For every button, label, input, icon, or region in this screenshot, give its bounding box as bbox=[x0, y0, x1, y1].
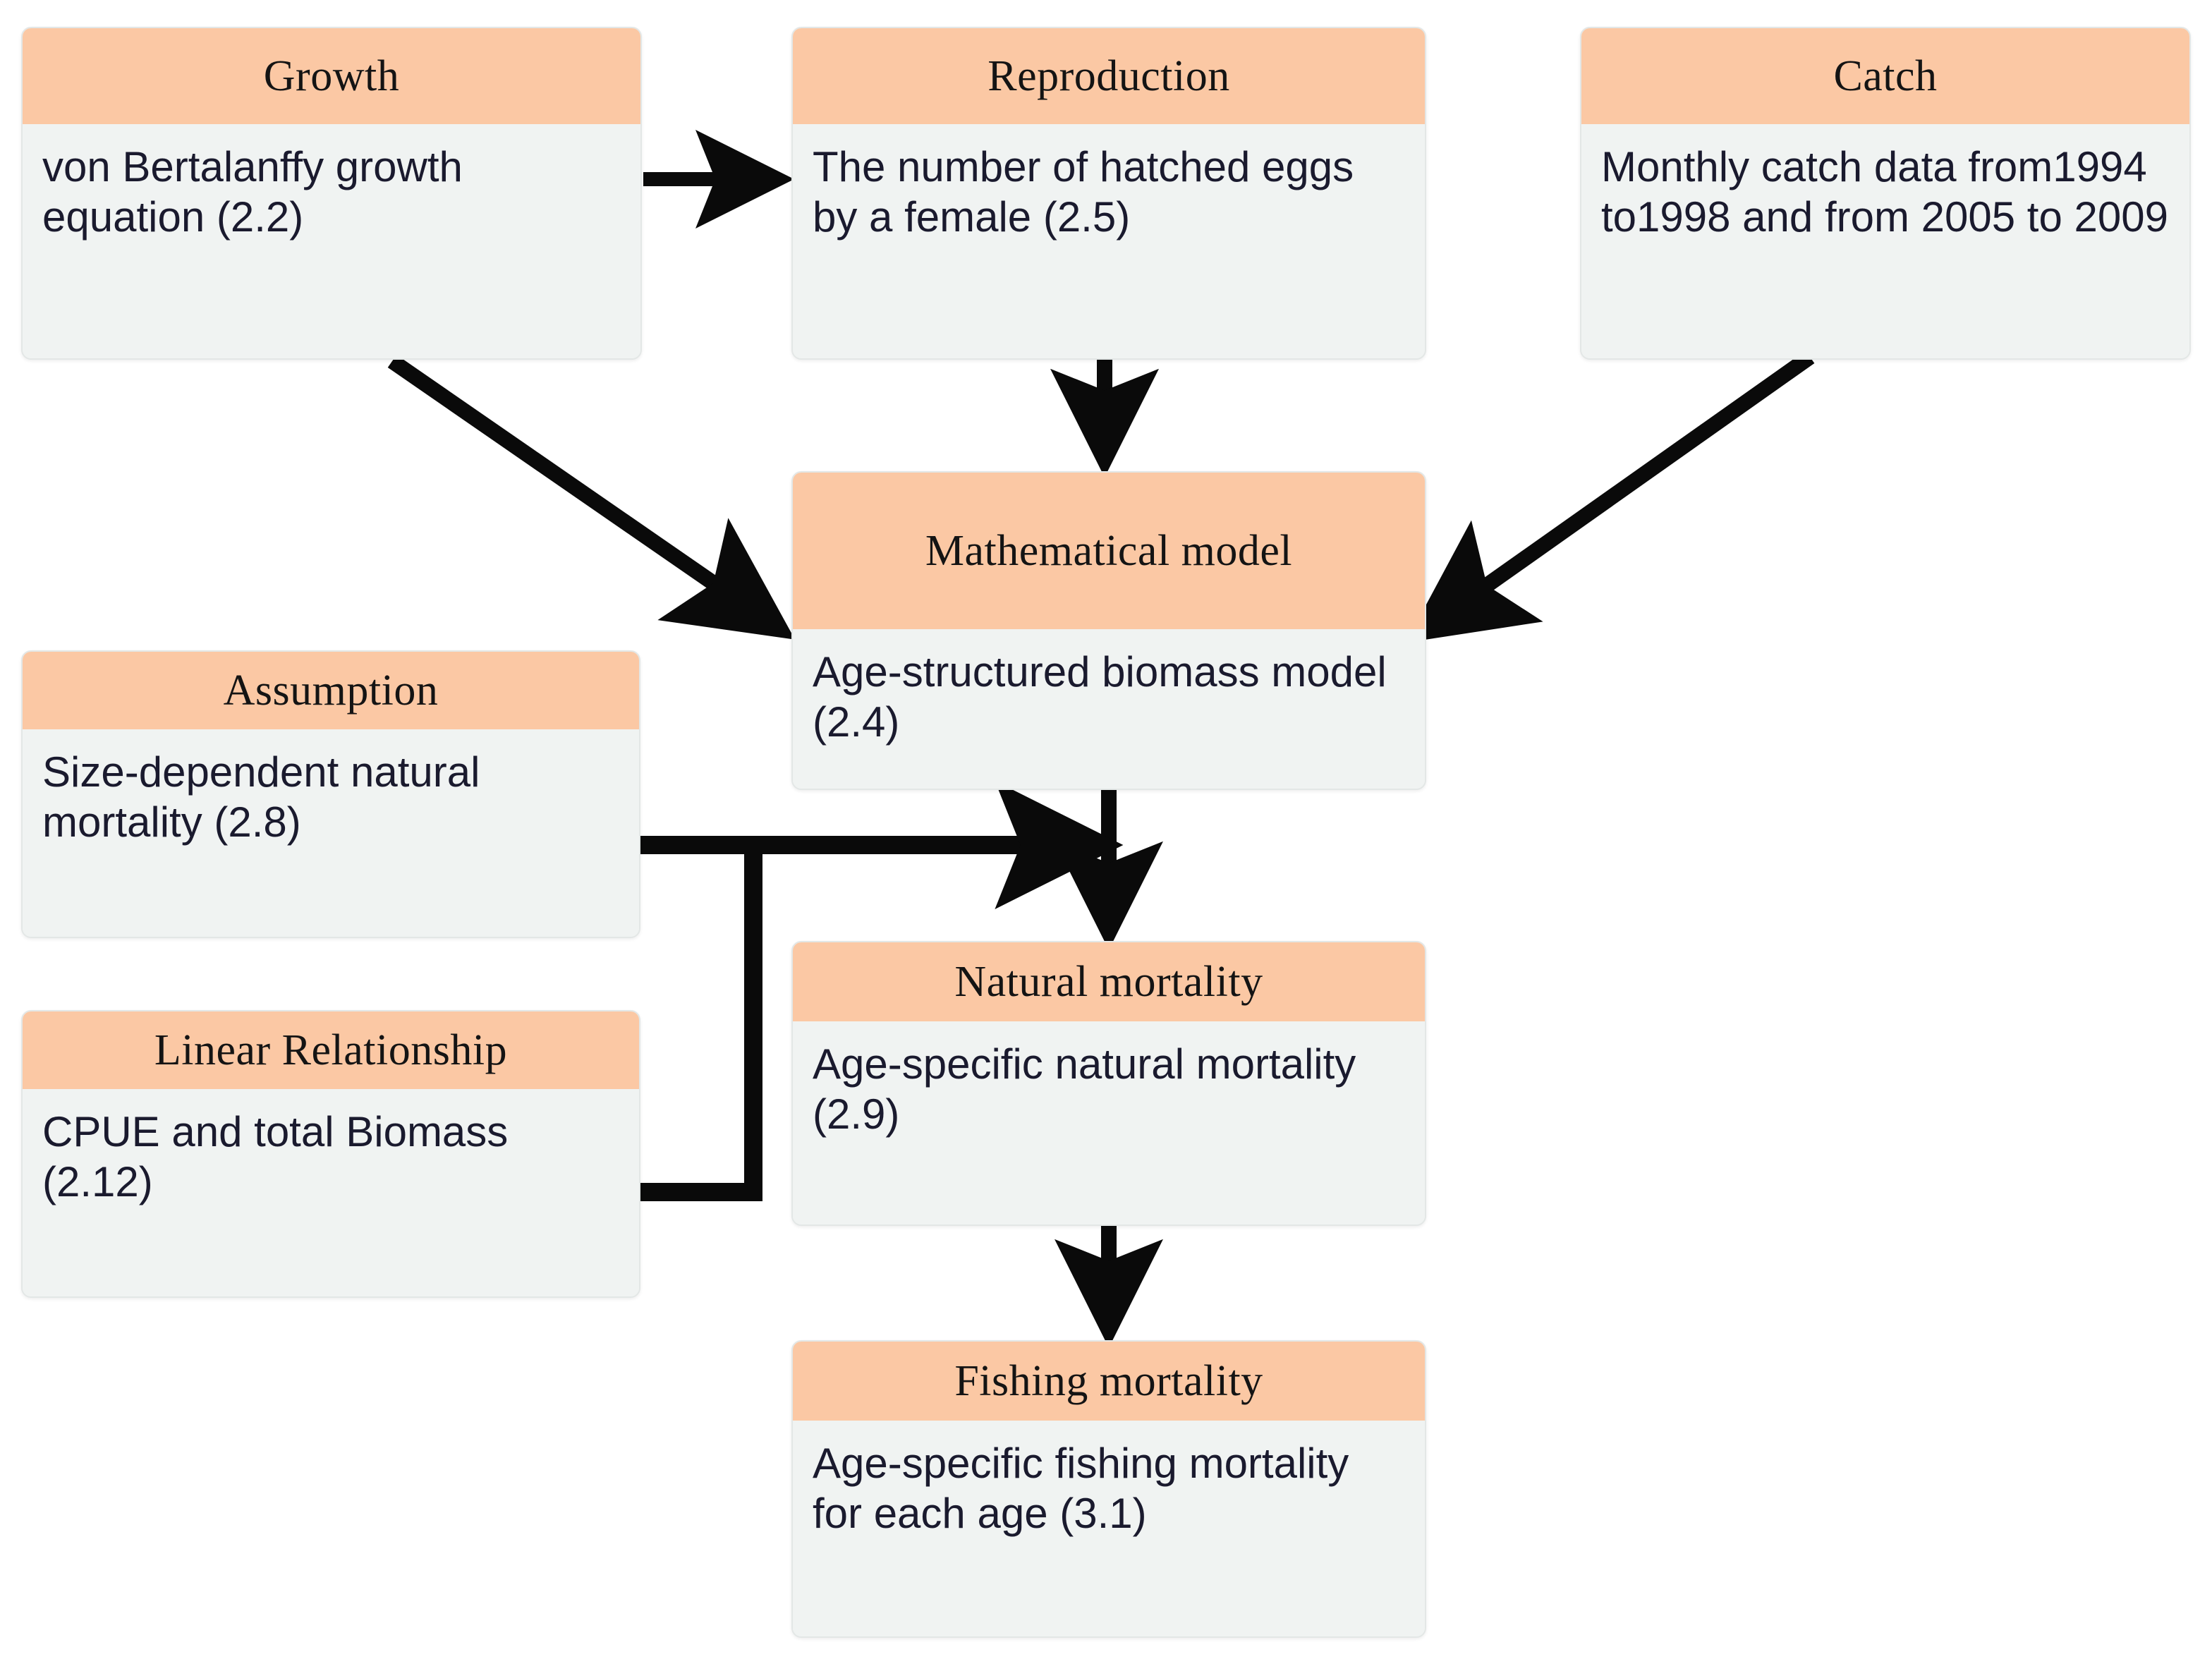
node-reproduction[interactable]: Reproduction The number of hatched eggs … bbox=[791, 27, 1426, 360]
node-catch[interactable]: Catch Monthly catch data from1994 to1998… bbox=[1580, 27, 2191, 360]
node-fishing-mortality-body: Age-specific fishing mortality for each … bbox=[793, 1421, 1425, 1636]
node-catch-body: Monthly catch data from1994 to1998 and f… bbox=[1581, 124, 2189, 358]
node-mathematical-model-body: Age-structured biomass model (2.4) bbox=[793, 629, 1425, 789]
node-reproduction-header: Reproduction bbox=[793, 28, 1425, 124]
node-assumption[interactable]: Assumption Size-dependent natural mortal… bbox=[21, 650, 640, 938]
node-growth-body: von Bertalanffy growth equation (2.2) bbox=[23, 124, 640, 358]
node-mathematical-model[interactable]: Mathematical model Age-structured biomas… bbox=[791, 471, 1426, 790]
edge-growth-to-mathematical-model bbox=[387, 354, 796, 640]
node-natural-mortality[interactable]: Natural mortality Age-specific natural m… bbox=[791, 941, 1426, 1226]
node-linear-relationship[interactable]: Linear Relationship CPUE and total Bioma… bbox=[21, 1010, 640, 1298]
node-catch-header: Catch bbox=[1581, 28, 2189, 124]
node-natural-mortality-body: Age-specific natural mortality (2.9) bbox=[793, 1021, 1425, 1224]
edge-linear-relationship-to-mathematical-model bbox=[640, 845, 762, 1201]
node-natural-mortality-header: Natural mortality bbox=[793, 942, 1425, 1021]
node-fishing-mortality-header: Fishing mortality bbox=[793, 1342, 1425, 1421]
node-linear-relationship-header: Linear Relationship bbox=[23, 1011, 639, 1089]
node-assumption-body: Size-dependent natural mortality (2.8) bbox=[23, 729, 639, 937]
edge-catch-to-mathematical-model bbox=[1406, 351, 1815, 643]
node-growth[interactable]: Growth von Bertalanffy growth equation (… bbox=[21, 27, 642, 360]
node-mathematical-model-header: Mathematical model bbox=[793, 473, 1425, 629]
node-reproduction-body: The number of hatched eggs by a female (… bbox=[793, 124, 1425, 358]
node-growth-header: Growth bbox=[23, 28, 640, 124]
node-fishing-mortality[interactable]: Fishing mortality Age-specific fishing m… bbox=[791, 1340, 1426, 1638]
node-assumption-header: Assumption bbox=[23, 652, 639, 729]
node-linear-relationship-body: CPUE and total Biomass (2.12) bbox=[23, 1089, 639, 1296]
